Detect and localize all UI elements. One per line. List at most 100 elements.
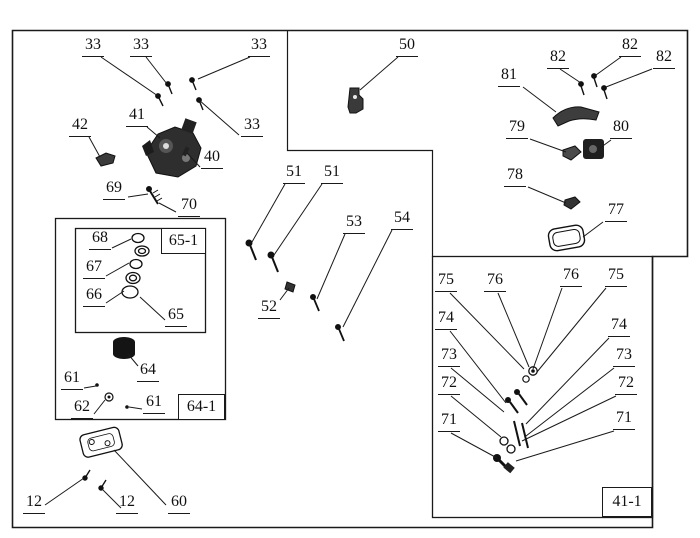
part-callout-72-42: 72	[438, 374, 460, 395]
leader-line-73-41	[525, 367, 615, 437]
part-callout-82-6: 82	[653, 48, 675, 69]
part-callout-42-9: 42	[69, 116, 91, 137]
leader-line-74-39	[525, 337, 610, 425]
part-callout-76-35: 76	[484, 271, 506, 292]
part-callout-65-26: 65	[165, 306, 187, 327]
leader-line-68-22	[111, 238, 132, 249]
part-callout-51-15: 51	[321, 163, 343, 184]
part-79	[562, 145, 582, 161]
part-callout-72-43: 72	[615, 374, 637, 395]
part-64	[113, 337, 135, 359]
leader-line-71-45	[515, 430, 615, 462]
leader-line-12-33	[101, 488, 122, 509]
part-callout-52-25: 52	[258, 298, 280, 319]
part-rings-65-68	[121, 232, 150, 299]
leader-lines	[44, 56, 653, 509]
part-77	[547, 224, 586, 252]
part-callout-60-31: 60	[168, 493, 190, 514]
part-callout-71-44: 71	[438, 411, 460, 432]
part-callout-51-14: 51	[283, 163, 305, 184]
leader-line-40-13	[186, 152, 201, 168]
leader-line-33-2	[197, 56, 251, 80]
part-callout-62-29: 62	[71, 398, 93, 419]
leader-line-70-18	[158, 202, 177, 213]
leader-line-77-19	[582, 221, 604, 238]
section-divider	[286, 30, 434, 257]
part-callout-82-5: 82	[619, 36, 641, 57]
part-callout-12-32: 12	[23, 493, 45, 514]
leader-line-80-12	[599, 139, 612, 149]
part-callout-82-4: 82	[547, 48, 569, 69]
leader-line-67-23	[105, 262, 130, 277]
detail-box-label-64-1: 64-1	[178, 394, 225, 420]
leader-line-74-38	[449, 330, 507, 404]
leader-line-81-7	[522, 86, 557, 113]
part-callout-74-38: 74	[435, 309, 457, 330]
part-callout-33-2: 33	[248, 36, 270, 57]
leader-line-64-27	[127, 353, 139, 367]
detail-box-label-65-1: 65-1	[161, 228, 206, 254]
leader-line-71-44	[450, 432, 498, 459]
part-60	[79, 426, 123, 458]
part-callout-79-11: 79	[506, 118, 528, 139]
leader-line-52-25	[279, 287, 290, 301]
part-callout-81-7: 81	[498, 66, 520, 87]
part-callout-70-18: 70	[178, 196, 200, 217]
leader-line-33-10	[198, 99, 240, 136]
leader-line-60-31	[113, 449, 167, 506]
part-callout-64-27: 64	[137, 361, 159, 382]
part-screws-82	[578, 73, 608, 100]
part-screws-51-52-53-54	[245, 239, 345, 342]
leader-line-50-3	[359, 56, 399, 91]
leader-line-78-16	[527, 186, 567, 204]
leader-line-73-40	[450, 367, 505, 413]
leader-line-42-9	[88, 136, 101, 158]
leader-line-76-36	[532, 287, 563, 370]
part-callout-75-37: 75	[605, 266, 627, 287]
part-callout-50-3: 50	[396, 36, 418, 57]
leader-line-72-42	[450, 395, 502, 438]
leader-line-41-8	[146, 126, 161, 139]
part-callout-75-34: 75	[435, 271, 457, 292]
detail-box-label-41-1: 41-1	[602, 487, 652, 517]
detail-box-64-1	[54, 217, 227, 421]
leader-line-51-15	[273, 183, 323, 256]
part-callout-73-40: 73	[438, 346, 460, 367]
detail-box-65-1	[74, 227, 207, 334]
part-callout-76-36: 76	[560, 266, 582, 287]
part-callout-40-13: 40	[201, 148, 223, 169]
leader-line-69-17	[127, 193, 149, 198]
leader-line-65-26	[139, 296, 166, 321]
part-callout-53-20: 53	[343, 213, 365, 234]
part-screws-33	[155, 77, 204, 111]
leader-line-54-21	[342, 229, 393, 328]
leader-line-82-4	[559, 68, 582, 84]
leader-line-79-11	[529, 138, 567, 153]
leader-line-61-30	[128, 406, 143, 410]
part-callout-73-41: 73	[613, 346, 635, 367]
leader-line-72-43	[521, 395, 617, 442]
part-glyphs	[79, 73, 608, 491]
part-callout-12-33: 12	[116, 493, 138, 514]
part-40	[182, 146, 190, 157]
leader-line-75-37	[536, 287, 607, 373]
leader-line-33-1	[145, 56, 168, 85]
part-callout-67-23: 67	[83, 258, 105, 279]
part-bolt-69-70	[146, 186, 163, 205]
leader-line-82-5	[595, 56, 622, 76]
part-callout-69-17: 69	[103, 179, 125, 200]
leader-line-53-20	[316, 233, 346, 300]
leader-line-62-29	[93, 399, 106, 415]
part-fasteners-61-62	[95, 383, 129, 409]
part-cluster-71-76	[493, 366, 538, 474]
part-screws-12	[82, 469, 107, 491]
leader-line-82-6	[605, 68, 653, 88]
part-callout-71-45: 71	[613, 409, 635, 430]
leader-line-61-28	[83, 385, 97, 389]
part-42	[95, 152, 116, 167]
part-callout-61-28: 61	[61, 369, 83, 390]
part-callout-41-8: 41	[126, 106, 148, 127]
part-callout-33-10: 33	[241, 116, 263, 137]
